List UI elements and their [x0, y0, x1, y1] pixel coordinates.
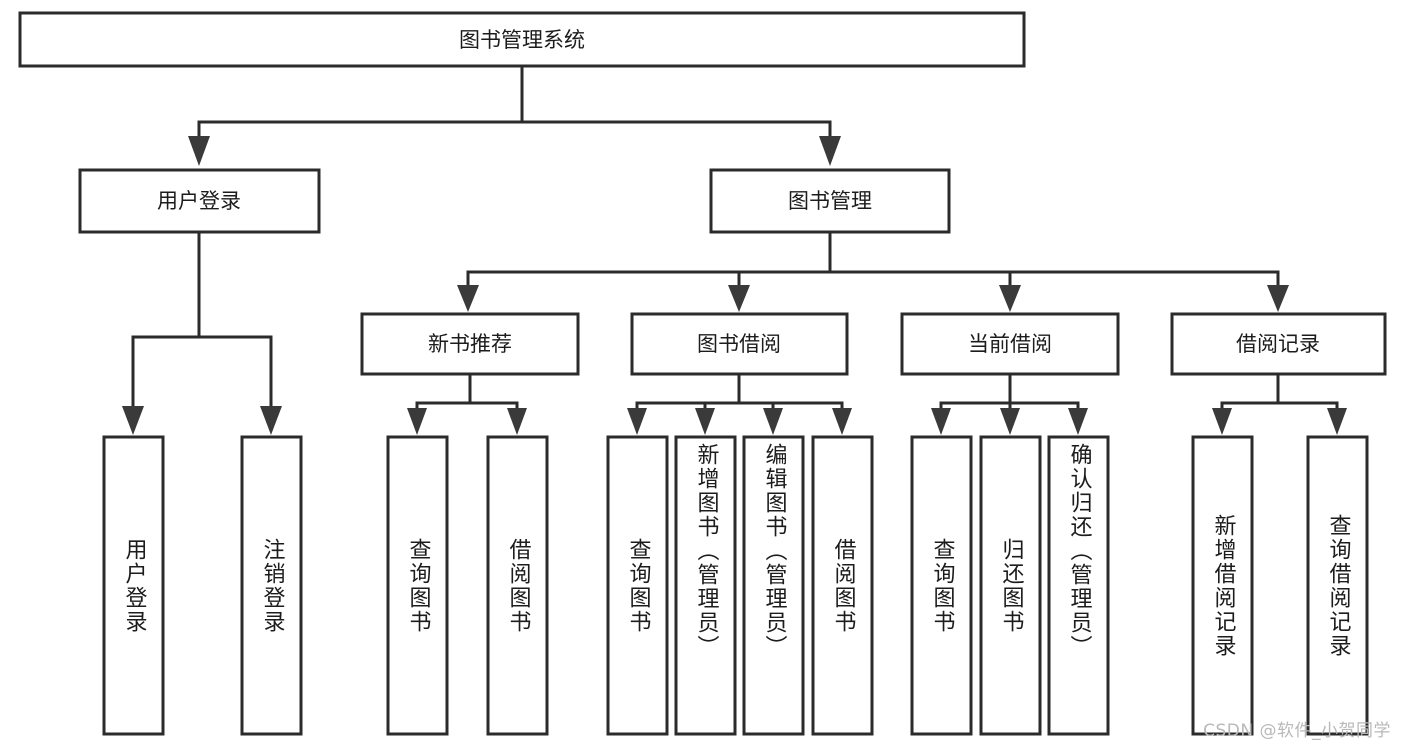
node-root[interactable]: 图书管理系统 [18, 11, 1026, 68]
arrow-head-icon-borrow-l2 [695, 408, 715, 435]
leaf-box-query-book-recommend[interactable] [386, 435, 449, 736]
node-root-label: 图书管理系统 [459, 28, 585, 52]
arrow-head-icon-current-l2 [1000, 408, 1020, 435]
watermark-label: CSDN @软件_小贺同学 [1203, 721, 1391, 741]
node-new-book-recommend-box[interactable] [360, 312, 580, 376]
leaf-box-borrow-book[interactable] [811, 435, 874, 736]
arrow-head-icon-recommend-l2 [507, 408, 527, 435]
leaf-box-logout[interactable] [240, 435, 303, 736]
arrow-head-icon-record-l2 [1327, 408, 1347, 435]
node-book-management-box[interactable] [709, 168, 951, 234]
arrow-head-icon-bookmgmt-c3 [999, 285, 1021, 312]
arrow-head-icon-root-bookmgmt [819, 136, 841, 166]
arrow-head-icon-recommend-l1 [407, 408, 427, 435]
leaf-box-confirm-return-admin[interactable] [1047, 435, 1110, 736]
node-user-login-label: 用户登录 [157, 189, 241, 213]
node-book-management[interactable]: 图书管理 [709, 168, 951, 234]
leaf-box-return-book[interactable] [979, 435, 1042, 736]
node-current-borrow-box[interactable] [900, 312, 1120, 376]
leaf-box-add-borrow-record[interactable] [1191, 435, 1254, 736]
arrow-head-icon-bookmgmt-c1 [457, 285, 479, 312]
node-new-book-recommend[interactable]: 新书推荐 [360, 312, 580, 376]
leaf-box-query-book-current[interactable] [910, 435, 973, 736]
arrow-head-icon-current-l1 [931, 408, 951, 435]
arrow-head-icon-record-l1 [1212, 408, 1232, 435]
node-borrow-record-label: 借阅记录 [1236, 332, 1320, 356]
node-new-book-recommend-label: 新书推荐 [428, 332, 512, 356]
arrow-head-icon-borrow-l4 [832, 408, 852, 435]
node-book-borrow-label: 图书借阅 [697, 332, 781, 356]
leaf-box-edit-book-admin[interactable] [742, 435, 805, 736]
arrow-head-icon-current-l3 [1068, 408, 1088, 435]
leaf-box-query-borrow-record[interactable] [1306, 435, 1369, 736]
node-borrow-record[interactable]: 借阅记录 [1170, 312, 1387, 376]
node-borrow-record-box[interactable] [1170, 312, 1387, 376]
arrow-head-icon-borrow-l3 [763, 408, 783, 435]
node-book-borrow-box[interactable] [630, 312, 849, 376]
node-user-login[interactable]: 用户登录 [78, 168, 321, 234]
arrow-head-icon-borrow-l1 [627, 408, 647, 435]
node-current-borrow-label: 当前借阅 [968, 332, 1052, 356]
arrow-head-icon-login-leaf2 [260, 406, 282, 435]
arrow-head-icon-bookmgmt-c2 [728, 285, 750, 312]
node-book-borrow[interactable]: 图书借阅 [630, 312, 849, 376]
node-root-box[interactable] [18, 11, 1026, 68]
leaf-box-query-book-borrow[interactable] [606, 435, 669, 736]
arrow-head-icon-bookmgmt-c4 [1267, 285, 1289, 312]
leaf-box-add-book-admin[interactable] [674, 435, 737, 736]
leaf-box-borrow-book-recommend[interactable] [486, 435, 549, 736]
node-book-management-label: 图书管理 [788, 189, 872, 213]
node-current-borrow[interactable]: 当前借阅 [900, 312, 1120, 376]
arrow-head-icon-login-leaf1 [122, 406, 144, 435]
leaf-box-user-login[interactable] [102, 435, 165, 736]
arrow-head-icon-root-login [188, 136, 210, 166]
